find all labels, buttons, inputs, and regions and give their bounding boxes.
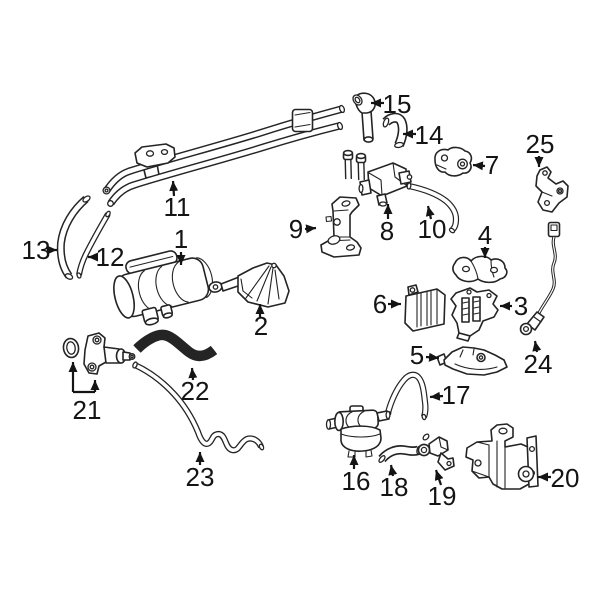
callout-24[interactable]: 24 — [524, 340, 553, 379]
callout-22-label[interactable]: 22 — [181, 376, 210, 406]
part-6-plate-drawing — [404, 284, 446, 332]
callout-1[interactable]: 1 — [174, 224, 188, 265]
callout-17-label[interactable]: 17 — [442, 380, 471, 410]
callout-25[interactable]: 25 — [526, 129, 555, 167]
part-8-solenoid-valve-drawing — [342, 149, 413, 207]
callout-22-arrow — [188, 367, 198, 381]
callout-7[interactable]: 7 — [472, 150, 499, 180]
callout-13[interactable]: 13 — [22, 235, 57, 265]
part-7-sensor-drawing — [434, 146, 473, 177]
callout-22[interactable]: 22 — [181, 367, 210, 406]
part-21-oring-and-valve-drawing — [62, 332, 136, 375]
callout-5-arrow — [425, 352, 440, 362]
callout-20[interactable]: 20 — [538, 463, 579, 493]
callout-18-arrow — [388, 464, 398, 477]
part-15-elbow-fitting-drawing — [352, 92, 376, 143]
callout-7-arrow — [472, 161, 486, 171]
part-17-hose-drawing — [384, 371, 429, 421]
part-12-hose-drawing — [76, 210, 111, 279]
callout-15-label[interactable]: 15 — [383, 89, 412, 119]
callout-24-arrow — [532, 340, 542, 353]
part-25-bracket-drawing — [535, 166, 569, 213]
callout-23[interactable]: 23 — [186, 452, 215, 492]
callout-14-label[interactable]: 14 — [415, 120, 444, 150]
callout-19-arrow — [434, 469, 444, 486]
callout-23-label[interactable]: 23 — [186, 462, 215, 492]
callout-10[interactable]: 10 — [418, 205, 447, 244]
callout-9[interactable]: 9 — [289, 214, 317, 244]
callout-10-arrow — [425, 205, 435, 220]
callout-9-arrow — [304, 224, 317, 234]
callout-20-label[interactable]: 20 — [551, 463, 580, 493]
callout-16[interactable]: 16 — [342, 455, 371, 496]
part-4-bracket-drawing — [452, 255, 508, 284]
callout-8-label[interactable]: 8 — [380, 216, 394, 246]
callout-18[interactable]: 18 — [380, 464, 409, 502]
callout-15[interactable]: 15 — [371, 89, 411, 119]
part-13-hose-drawing — [56, 195, 91, 280]
callout-18-label[interactable]: 18 — [380, 472, 409, 502]
callout-16-label[interactable]: 16 — [342, 466, 371, 496]
part-20-bracket-drawing — [465, 423, 539, 490]
part-18-hose-drawing — [378, 445, 422, 463]
part-14-elbow-hose-drawing — [382, 112, 408, 149]
callout-9-label[interactable]: 9 — [289, 214, 303, 244]
callout-6-label[interactable]: 6 — [373, 289, 387, 319]
callout-11[interactable]: 11 — [164, 180, 191, 222]
part-16-air-pump-drawing — [325, 405, 391, 458]
callout-25-label[interactable]: 25 — [526, 129, 555, 159]
part-5-heat-shield-drawing — [436, 346, 508, 376]
part-24-oxygen-sensor-drawing — [519, 221, 561, 336]
callout-7-label[interactable]: 7 — [485, 150, 499, 180]
part-11-pipe-assembly-drawing — [102, 104, 346, 207]
callout-2[interactable]: 2 — [254, 304, 268, 341]
callout-21[interactable]: 21 — [68, 362, 102, 425]
callout-5-label[interactable]: 5 — [410, 340, 424, 370]
callout-12[interactable]: 12 — [88, 242, 124, 272]
callout-17[interactable]: 17 — [429, 380, 471, 410]
callout-11-arrow — [169, 180, 179, 197]
part-23-hose-drawing — [132, 361, 265, 454]
callout-4[interactable]: 4 — [478, 220, 492, 258]
part-3-bracket-drawing — [450, 287, 499, 342]
part-10-hose-drawing — [406, 182, 460, 234]
callout-3[interactable]: 3 — [500, 291, 528, 321]
callout-3-label[interactable]: 3 — [514, 291, 528, 321]
callout-5[interactable]: 5 — [410, 340, 440, 370]
part-19-check-valve-drawing — [417, 433, 455, 471]
callout-11-label[interactable]: 11 — [164, 192, 191, 222]
callout-2-label[interactable]: 2 — [254, 311, 268, 341]
callout-4-label[interactable]: 4 — [478, 220, 492, 250]
part-22-highlighted-hose-drawing[interactable] — [133, 329, 218, 362]
callout-19[interactable]: 19 — [428, 469, 457, 511]
part-9-bracket-drawing — [320, 196, 362, 258]
callout-10-label[interactable]: 10 — [418, 214, 447, 244]
callout-8[interactable]: 8 — [380, 204, 394, 246]
callout-1-label[interactable]: 1 — [174, 224, 188, 254]
callout-21-label[interactable]: 21 — [73, 395, 102, 425]
callout-19-label[interactable]: 19 — [428, 481, 457, 511]
callout-17-arrow — [429, 391, 444, 401]
callout-6[interactable]: 6 — [373, 289, 401, 319]
callout-24-label[interactable]: 24 — [524, 349, 553, 379]
part-1-canister-drawing — [113, 250, 214, 326]
callout-14[interactable]: 14 — [403, 120, 443, 150]
callout-13-label[interactable]: 13 — [22, 235, 51, 265]
callout-12-label[interactable]: 12 — [96, 242, 125, 272]
part-2-bracket-drawing — [208, 262, 290, 308]
